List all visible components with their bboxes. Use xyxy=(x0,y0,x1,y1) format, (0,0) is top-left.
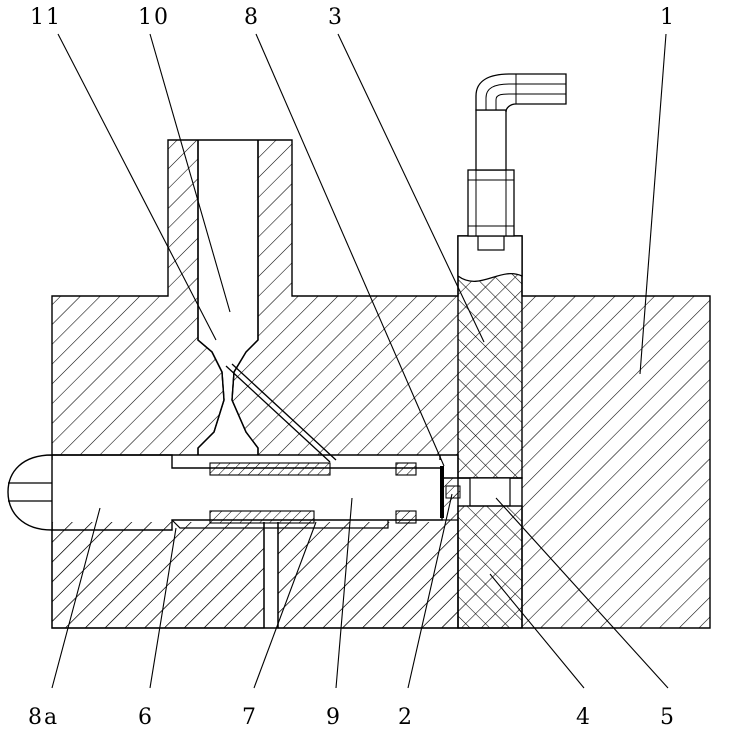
label-5: 5 xyxy=(660,705,676,730)
label-10: 10 xyxy=(138,5,170,30)
screw-head xyxy=(8,455,52,530)
insert-4-cross xyxy=(458,506,522,628)
fitting-elbow xyxy=(476,74,566,112)
sleeve-bottom-tab xyxy=(396,511,416,523)
label-3: 3 xyxy=(328,5,344,30)
label-7: 7 xyxy=(242,705,258,730)
label-8a: 8a xyxy=(28,705,59,730)
fitting-tube xyxy=(476,110,506,170)
label-11: 11 xyxy=(30,5,62,30)
sleeve-top-strip xyxy=(210,463,330,475)
label-2: 2 xyxy=(398,705,414,730)
sleeve-top-tab xyxy=(396,463,416,475)
lower-wall xyxy=(52,520,264,628)
label-1: 1 xyxy=(660,5,676,30)
gasket-2 xyxy=(446,486,460,498)
label-6: 6 xyxy=(138,705,154,730)
lower-wall-right xyxy=(278,520,458,628)
label-8: 8 xyxy=(244,5,260,30)
fitting-collar xyxy=(478,236,504,250)
element-5 xyxy=(470,478,510,506)
label-4: 4 xyxy=(576,705,592,730)
sleeve-bottom-strip xyxy=(210,511,314,523)
label-9: 9 xyxy=(326,705,342,730)
